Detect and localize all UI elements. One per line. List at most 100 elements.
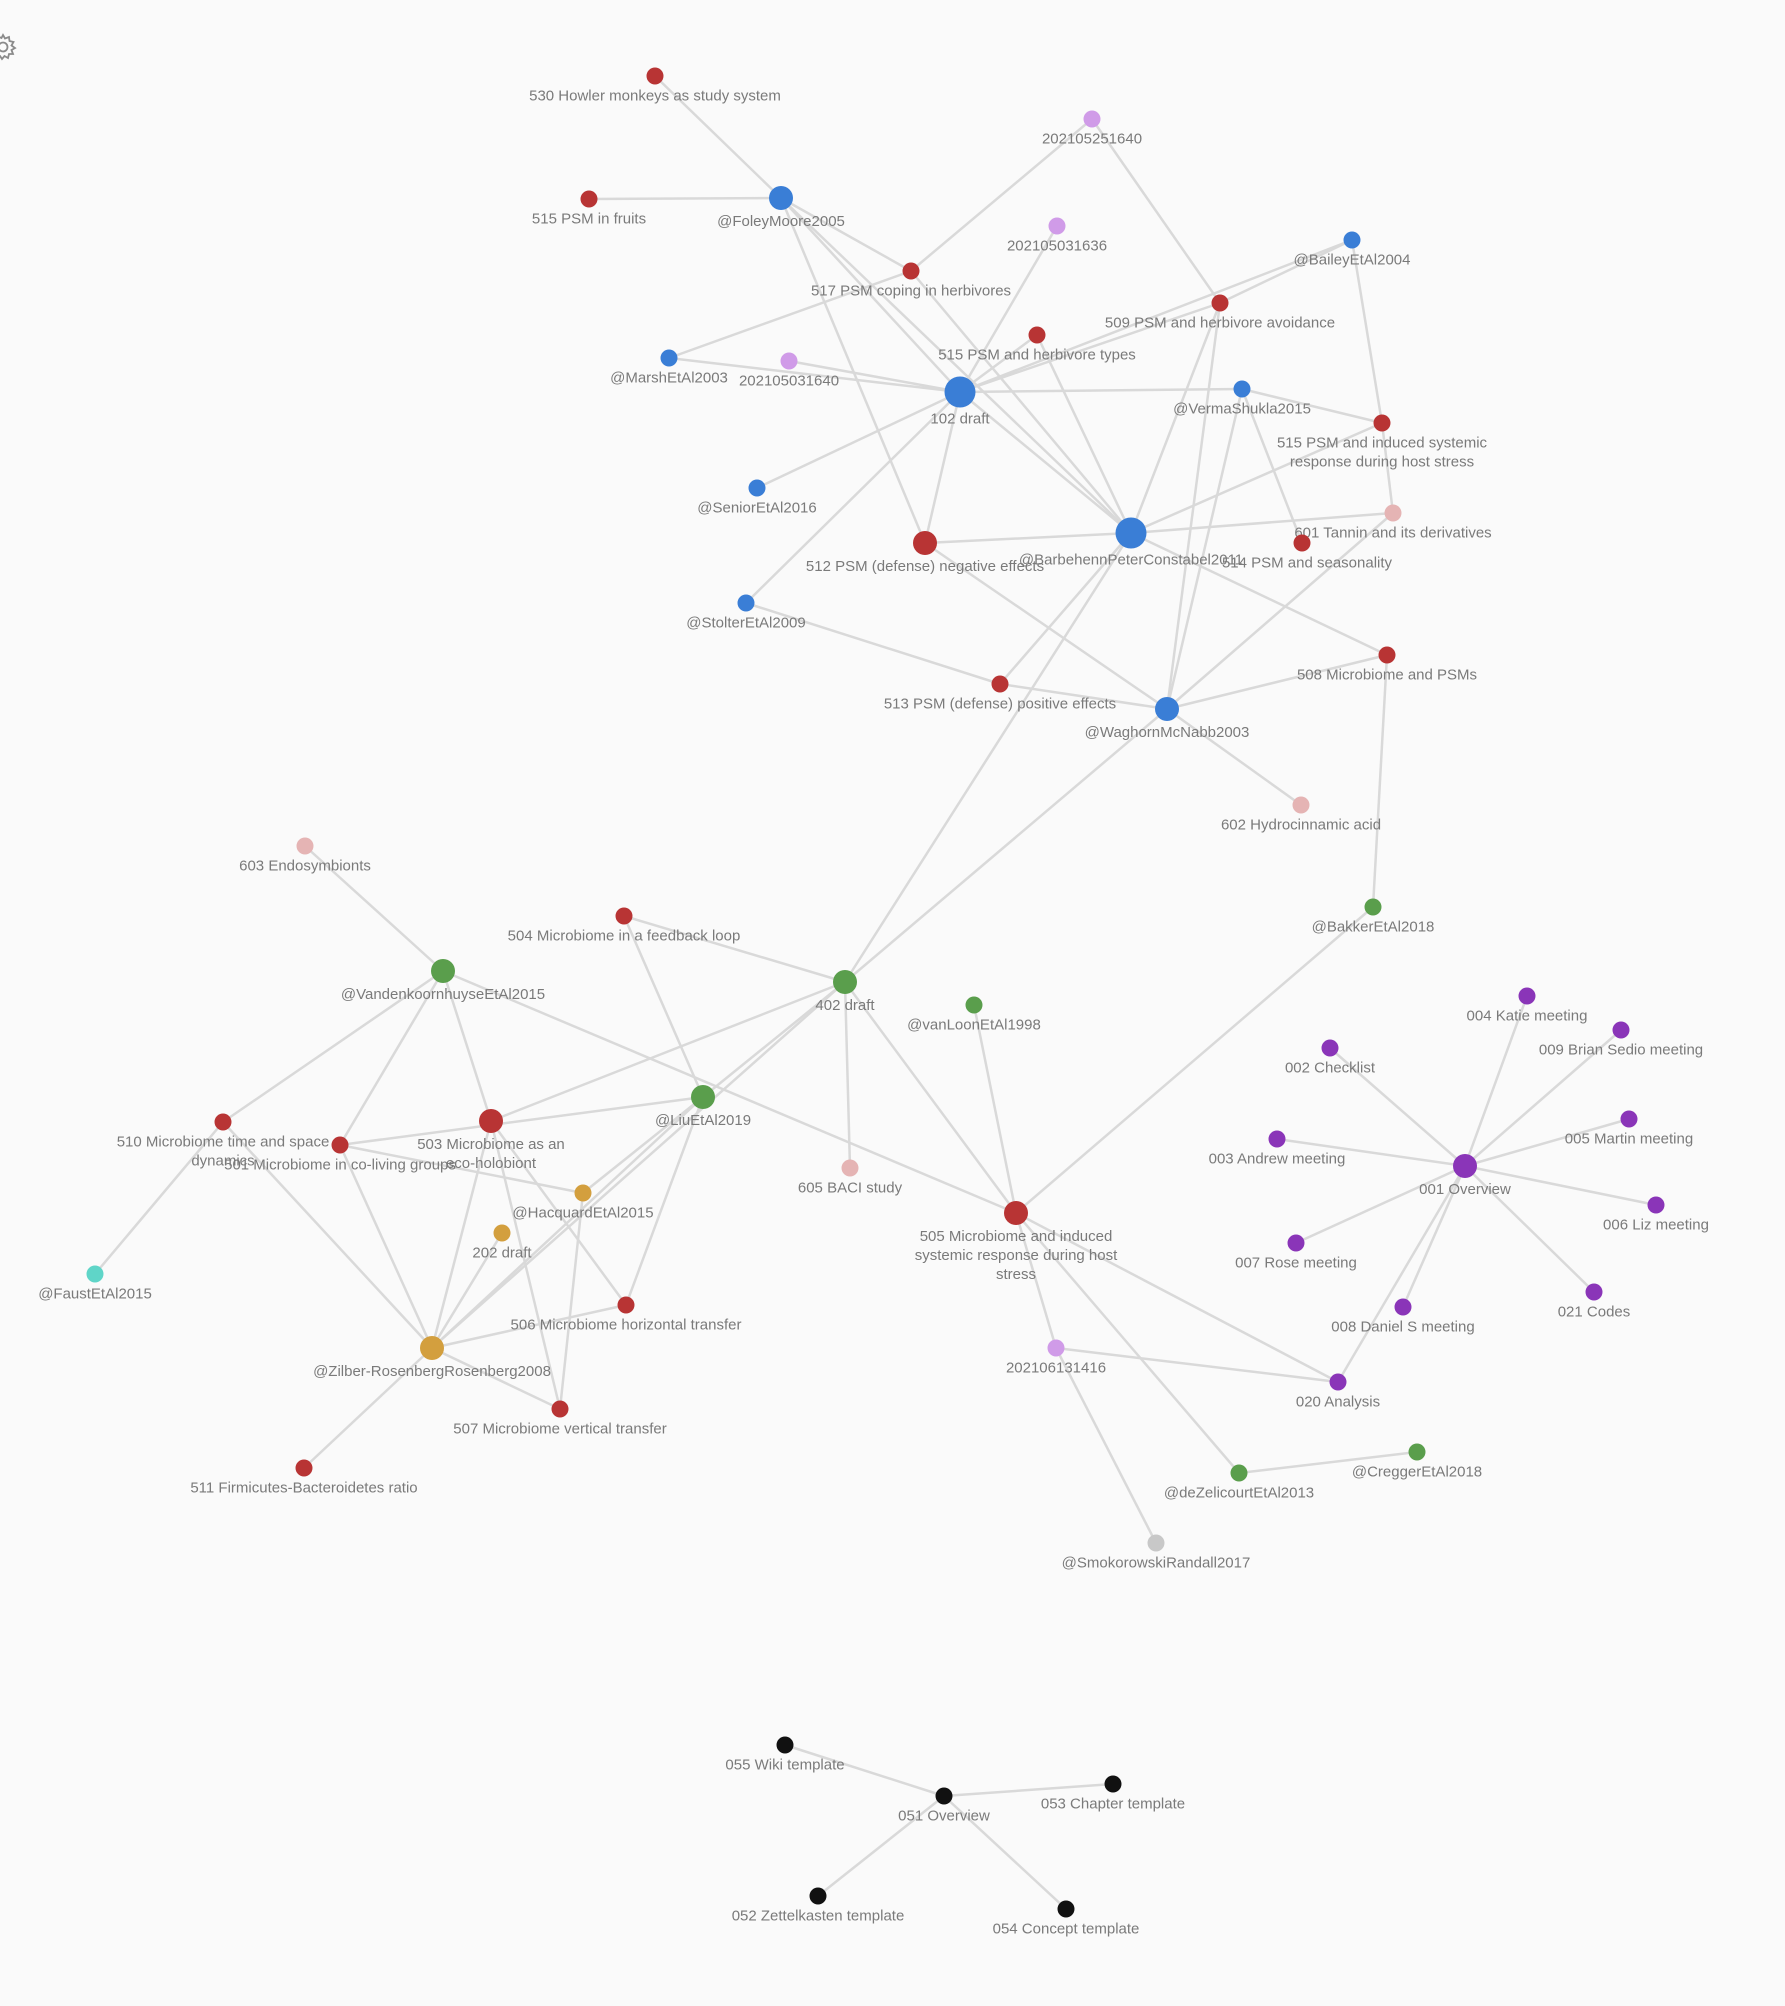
- graph-node-zilber[interactable]: @Zilber-RosenbergRosenberg2008: [313, 1336, 551, 1380]
- node-dot[interactable]: [214, 1113, 232, 1131]
- graph-node-hacquard[interactable]: @HacquardEtAl2015: [512, 1184, 654, 1222]
- graph-node-n005[interactable]: 005 Martin meeting: [1565, 1110, 1693, 1148]
- graph-node-n020[interactable]: 020 Analysis: [1296, 1373, 1380, 1411]
- node-dot[interactable]: [737, 594, 755, 612]
- node-dot[interactable]: [617, 1296, 635, 1314]
- graph-node-bailey[interactable]: @BaileyEtAl2004: [1294, 231, 1411, 269]
- node-dot[interactable]: [1612, 1021, 1630, 1039]
- graph-node-d202[interactable]: 202 draft: [472, 1224, 532, 1262]
- graph-node-n517[interactable]: 517 PSM coping in herbivores: [811, 262, 1011, 300]
- node-dot[interactable]: [493, 1224, 511, 1242]
- graph-node-n601[interactable]: 601 Tannin and its derivatives: [1294, 504, 1492, 542]
- node-dot[interactable]: [646, 67, 664, 85]
- node-dot[interactable]: [1211, 294, 1229, 312]
- graph-node-d031636[interactable]: 202105031636: [1007, 217, 1107, 255]
- graph-node-n052[interactable]: 052 Zettelkasten template: [732, 1887, 905, 1925]
- node-dot[interactable]: [1408, 1443, 1426, 1461]
- graph-node-n508[interactable]: 508 Microbiome and PSMs: [1297, 646, 1477, 684]
- graph-node-bakker[interactable]: @BakkerEtAl2018: [1312, 898, 1435, 936]
- graph-node-n055[interactable]: 055 Wiki template: [725, 1736, 845, 1774]
- node-dot[interactable]: [551, 1400, 569, 1418]
- node-dot[interactable]: [574, 1184, 592, 1202]
- node-dot[interactable]: [841, 1159, 859, 1177]
- node-dot[interactable]: [331, 1136, 349, 1154]
- graph-node-foley[interactable]: @FoleyMoore2005: [717, 186, 845, 230]
- graph-node-barbehenn[interactable]: @BarbehennPeterConstabel2011: [1019, 517, 1243, 569]
- graph-node-n507[interactable]: 507 Microbiome vertical transfer: [453, 1400, 667, 1438]
- graph-node-d402[interactable]: 402 draft: [815, 970, 875, 1014]
- node-dot[interactable]: [1394, 1298, 1412, 1316]
- node-dot[interactable]: [833, 970, 857, 994]
- node-dot[interactable]: [1230, 1464, 1248, 1482]
- node-dot[interactable]: [1585, 1283, 1603, 1301]
- node-dot[interactable]: [1453, 1154, 1477, 1178]
- node-dot[interactable]: [1147, 1534, 1165, 1552]
- node-dot[interactable]: [965, 996, 983, 1014]
- graph-node-n512[interactable]: 512 PSM (defense) negative effects: [806, 531, 1044, 575]
- graph-node-d102[interactable]: 102 draft: [930, 376, 990, 428]
- node-dot[interactable]: [1620, 1110, 1638, 1128]
- graph-node-n003[interactable]: 003 Andrew meeting: [1209, 1130, 1346, 1168]
- node-dot[interactable]: [1364, 898, 1382, 916]
- graph-node-n509[interactable]: 509 PSM and herbivore avoidance: [1105, 294, 1335, 332]
- graph-node-n009[interactable]: 009 Brian Sedio meeting: [1539, 1021, 1703, 1059]
- node-dot[interactable]: [1155, 697, 1179, 721]
- graph-node-smoko[interactable]: @SmokorowskiRandall2017: [1062, 1534, 1251, 1572]
- graph-node-dezel[interactable]: @deZelicourtEtAl2013: [1164, 1464, 1314, 1502]
- graph-node-faust[interactable]: @FaustEtAl2015: [38, 1265, 152, 1303]
- node-dot[interactable]: [1384, 504, 1402, 522]
- graph-node-n001[interactable]: 001 Overview: [1419, 1154, 1511, 1198]
- graph-node-cregger[interactable]: @CreggerEtAl2018: [1352, 1443, 1482, 1481]
- node-dot[interactable]: [769, 186, 793, 210]
- graph-node-vanloon[interactable]: @vanLoonEtAl1998: [907, 996, 1041, 1034]
- graph-node-stolter[interactable]: @StolterEtAl2009: [686, 594, 806, 632]
- graph-node-n530[interactable]: 530 Howler monkeys as study system: [529, 67, 781, 105]
- graph-node-n513[interactable]: 513 PSM (defense) positive effects: [884, 675, 1116, 713]
- graph-node-senior[interactable]: @SeniorEtAl2016: [697, 479, 817, 517]
- node-dot[interactable]: [660, 349, 678, 367]
- graph-node-d031640[interactable]: 202105031640: [739, 352, 839, 390]
- graph-node-n605[interactable]: 605 BACI study: [798, 1159, 903, 1197]
- settings-gear-icon[interactable]: [0, 32, 18, 62]
- graph-node-n515f[interactable]: 515 PSM in fruits: [532, 190, 646, 228]
- node-dot[interactable]: [1048, 217, 1066, 235]
- node-dot[interactable]: [1518, 987, 1536, 1005]
- graph-node-verma[interactable]: @VermaShukla2015: [1173, 380, 1311, 418]
- graph-node-n054[interactable]: 054 Concept template: [993, 1900, 1140, 1938]
- node-dot[interactable]: [1343, 231, 1361, 249]
- node-dot[interactable]: [809, 1887, 827, 1905]
- graph-node-d251640[interactable]: 202105251640: [1042, 110, 1142, 148]
- node-dot[interactable]: [1293, 534, 1311, 552]
- node-dot[interactable]: [1004, 1201, 1028, 1225]
- graph-node-n501[interactable]: 501 Microbiome in co-living groups: [224, 1136, 456, 1174]
- node-dot[interactable]: [776, 1736, 794, 1754]
- graph-node-waghorn[interactable]: @WaghornMcNabb2003: [1085, 697, 1250, 741]
- node-dot[interactable]: [420, 1336, 444, 1360]
- graph-node-vanden[interactable]: @VandenkoornhuyseEtAl2015: [341, 959, 545, 1003]
- node-dot[interactable]: [780, 352, 798, 370]
- graph-node-n004[interactable]: 004 Katie meeting: [1467, 987, 1588, 1025]
- node-dot[interactable]: [1115, 517, 1147, 549]
- node-dot[interactable]: [935, 1787, 953, 1805]
- node-dot[interactable]: [295, 1459, 313, 1477]
- node-dot[interactable]: [944, 376, 976, 408]
- node-dot[interactable]: [1287, 1234, 1305, 1252]
- graph-node-n511[interactable]: 511 Firmicutes-Bacteroidetes ratio: [190, 1459, 418, 1497]
- node-dot[interactable]: [1268, 1130, 1286, 1148]
- graph-node-n602[interactable]: 602 Hydrocinnamic acid: [1221, 796, 1381, 834]
- graph-node-n515t[interactable]: 515 PSM and herbivore types: [938, 326, 1136, 364]
- node-dot[interactable]: [86, 1265, 104, 1283]
- graph-node-n603[interactable]: 603 Endosymbionts: [239, 837, 371, 875]
- node-dot[interactable]: [991, 675, 1009, 693]
- graph-node-n002[interactable]: 002 Checklist: [1285, 1039, 1376, 1077]
- graph-node-n006[interactable]: 006 Liz meeting: [1603, 1196, 1709, 1234]
- graph-node-n021[interactable]: 021 Codes: [1558, 1283, 1631, 1321]
- node-dot[interactable]: [1083, 110, 1101, 128]
- graph-node-n053[interactable]: 053 Chapter template: [1041, 1775, 1185, 1813]
- node-dot[interactable]: [1329, 1373, 1347, 1391]
- graph-node-n506[interactable]: 506 Microbiome horizontal transfer: [511, 1296, 742, 1334]
